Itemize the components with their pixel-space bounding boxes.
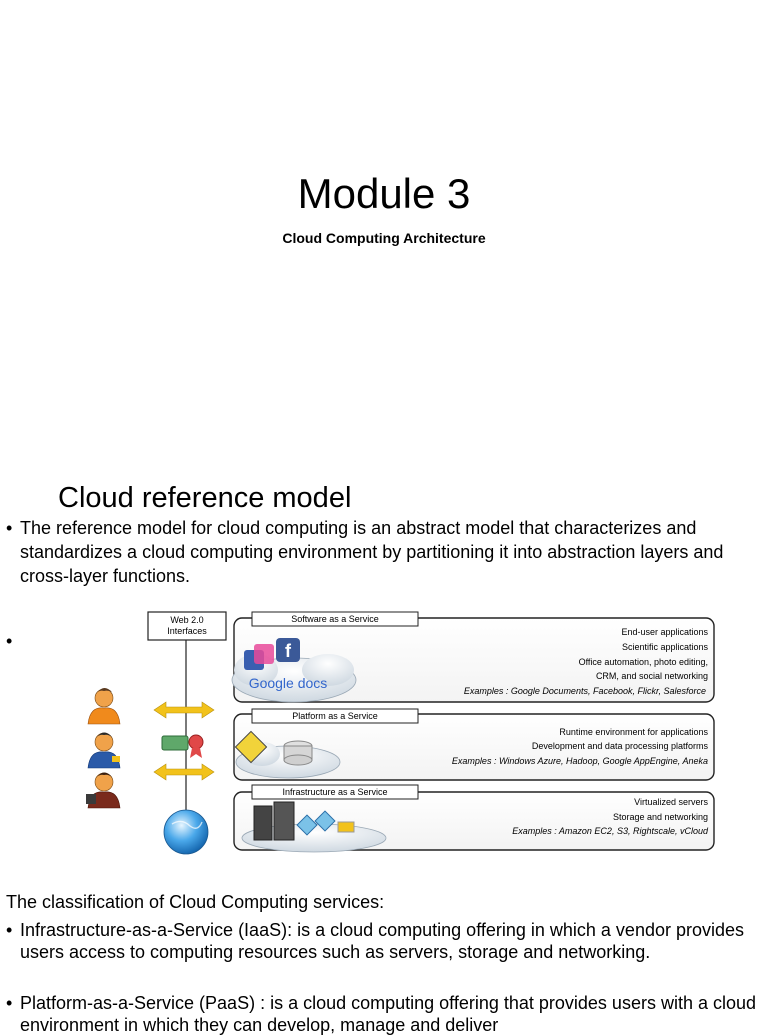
cloud-reference-model-diagram: Web 2.0 Interfaces Software as a Service… bbox=[86, 611, 715, 855]
iaas-line: Virtualized servers bbox=[634, 797, 708, 807]
network-icon bbox=[337, 821, 355, 833]
bullet-text: The reference model for cloud computing … bbox=[20, 518, 724, 586]
paas-title: Platform as a Service bbox=[292, 711, 378, 721]
iaas-line: Storage and networking bbox=[613, 812, 708, 822]
bullet-item-paas: • Platform-as-a-Service (PaaS) : is a cl… bbox=[6, 992, 766, 1036]
saas-examples: Examples : Google Documents, Facebook, F… bbox=[464, 686, 706, 696]
section-heading: Cloud reference model bbox=[58, 482, 352, 514]
bullet-dot: • bbox=[6, 518, 13, 538]
user-icon-dark bbox=[86, 772, 121, 809]
bullet-text: Platform-as-a-Service (PaaS) : is a clou… bbox=[20, 993, 757, 1035]
module-subtitle: Cloud Computing Architecture bbox=[282, 230, 486, 246]
double-arrow-bottom bbox=[153, 763, 215, 781]
user-icon-blue bbox=[87, 732, 121, 769]
facebook-icon bbox=[276, 638, 300, 662]
gear-icon bbox=[234, 730, 268, 764]
interfaces-label-line2: Interfaces bbox=[167, 626, 207, 636]
saas-title: Software as a Service bbox=[291, 614, 379, 624]
paas-cloud-illustration bbox=[234, 730, 341, 779]
saas-cloud-illustration: f Google docs bbox=[231, 638, 357, 703]
money-medal-icon bbox=[161, 734, 204, 758]
iaas-title: Infrastructure as a Service bbox=[282, 787, 387, 797]
paas-examples: Examples : Windows Azure, Hadoop, Google… bbox=[452, 756, 708, 766]
saas-line: Scientific applications bbox=[622, 642, 709, 652]
paas-line: Development and data processing platform… bbox=[532, 741, 709, 751]
user-icon-orange bbox=[87, 688, 121, 725]
web20-interfaces-box: Web 2.0 Interfaces bbox=[147, 611, 227, 641]
bullet-item: • The reference model for cloud computin… bbox=[6, 516, 766, 588]
google-docs-logo: Google docs bbox=[249, 675, 328, 691]
bullet-dot: • bbox=[6, 993, 13, 1013]
classification-heading: The classification of Cloud Computing se… bbox=[6, 892, 385, 912]
saas-line: End-user applications bbox=[621, 627, 708, 637]
module-title: Module 3 bbox=[297, 170, 471, 217]
bullet-dot: • bbox=[6, 920, 13, 940]
bullet-item-iaas: • Infrastructure-as-a-Service (IaaS): is… bbox=[6, 919, 766, 963]
paas-line: Runtime environment for applications bbox=[559, 727, 708, 737]
globe-icon bbox=[163, 809, 209, 855]
paas-layer-box: Platform as a Service Runtime environmen… bbox=[233, 708, 715, 781]
saas-line: Office automation, photo editing, bbox=[579, 657, 708, 667]
server-icon bbox=[253, 805, 273, 841]
server-icon bbox=[273, 801, 295, 841]
svg-text:f: f bbox=[285, 641, 292, 661]
iaas-cloud-illustration bbox=[241, 801, 387, 853]
bullet-text: Infrastructure-as-a-Service (IaaS): is a… bbox=[20, 920, 745, 962]
saas-line: CRM, and social networking bbox=[596, 671, 708, 681]
interfaces-label-line1: Web 2.0 bbox=[170, 615, 203, 625]
bullet-dot: • bbox=[6, 631, 13, 651]
double-arrow-top bbox=[153, 701, 215, 719]
iaas-examples: Examples : Amazon EC2, S3, Rightscale, v… bbox=[512, 826, 709, 836]
